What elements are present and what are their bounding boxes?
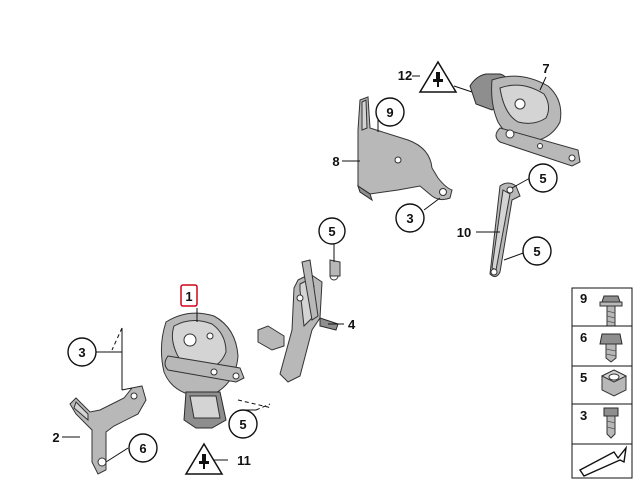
bracket-part-8[interactable] [357, 96, 453, 202]
svg-text:12: 12 [398, 68, 412, 83]
svg-text:6: 6 [139, 441, 146, 456]
svg-text:3: 3 [78, 345, 85, 360]
svg-text:5: 5 [580, 370, 587, 385]
legend-row-6[interactable]: 6 [571, 325, 633, 367]
svg-text:11: 11 [237, 453, 251, 468]
svg-text:5: 5 [239, 417, 246, 432]
bracket-part-2[interactable] [69, 385, 147, 475]
callout-5-link[interactable]: 5 [522, 236, 552, 266]
legend-row-9[interactable]: 9 [571, 287, 633, 333]
callout-5-upper[interactable]: 5 [528, 163, 558, 193]
screw-icon [603, 407, 619, 439]
callout-5-rod[interactable]: 5 [318, 217, 346, 245]
svg-text:9: 9 [580, 291, 587, 306]
callout-7[interactable]: 7 [542, 61, 549, 76]
callout-12[interactable]: 12 [398, 68, 412, 83]
svg-text:8: 8 [332, 154, 339, 169]
bracket-part-4[interactable] [257, 259, 341, 383]
callout-2[interactable]: 2 [52, 430, 59, 445]
svg-text:3: 3 [580, 408, 587, 423]
level-sensor-part-1[interactable] [160, 312, 245, 429]
svg-text:5: 5 [328, 224, 335, 239]
legend-row-5[interactable]: 5 [571, 365, 633, 405]
svg-text:6: 6 [580, 330, 587, 345]
svg-text:7: 7 [542, 61, 549, 76]
callout-11[interactable]: 11 [237, 453, 251, 468]
svg-text:3: 3 [406, 211, 413, 226]
link-rod-part-10[interactable] [489, 182, 521, 278]
callout-9[interactable]: 9 [375, 97, 405, 127]
svg-text:2: 2 [52, 430, 59, 445]
callout-3-upper[interactable]: 3 [395, 203, 425, 233]
electrical-plug-warning-icon [184, 442, 224, 475]
callout-3-lower[interactable]: 3 [67, 337, 97, 367]
svg-text:5: 5 [539, 171, 546, 186]
next-page-arrow-icon[interactable] [571, 443, 633, 479]
level-sensor-part-7[interactable] [469, 73, 581, 167]
hex-nut-icon [600, 369, 628, 397]
svg-text:10: 10 [457, 225, 471, 240]
callout-10[interactable]: 10 [457, 225, 471, 240]
svg-text:4: 4 [348, 317, 356, 332]
callout-6[interactable]: 6 [128, 433, 158, 463]
hex-bolt-icon [599, 333, 623, 363]
svg-text:9: 9 [386, 105, 393, 120]
callout-4[interactable]: 4 [348, 317, 356, 332]
flange-bolt-icon [599, 295, 623, 331]
legend-row-3[interactable]: 3 [571, 403, 633, 445]
fastener-legend: 9 6 5 [571, 287, 633, 479]
callout-1[interactable]: 1 [180, 284, 198, 307]
callout-5-lower[interactable]: 5 [228, 409, 258, 439]
electrical-plug-warning-icon [418, 60, 458, 93]
callout-8[interactable]: 8 [332, 154, 339, 169]
svg-text:5: 5 [533, 244, 540, 259]
svg-text:1: 1 [185, 289, 192, 304]
